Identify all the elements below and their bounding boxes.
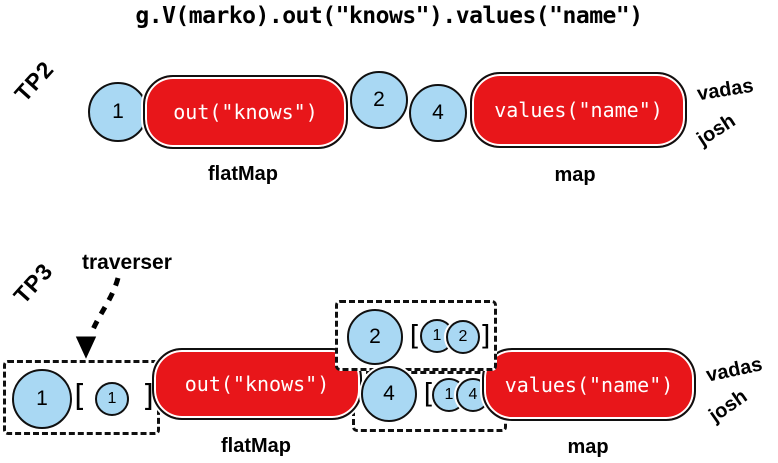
tp3-mid2-bulk-circle-2: 2 (446, 320, 480, 354)
tp2-start-traverser-circle: 1 (88, 82, 148, 142)
tp3-mid-head-circle-2: 2 (347, 309, 403, 365)
tp2-map-caption: map (554, 164, 596, 186)
tp2-flatmap-caption: flatMap (208, 163, 278, 185)
tp3-mid4-open-bracket: [ (419, 376, 437, 410)
tp3-mid4-bulk-circle-4: 4 (456, 378, 490, 412)
tp3-input-bulk-circle: 1 (95, 382, 129, 416)
tp3-input-open-bracket: [ (69, 378, 89, 414)
query-title: g.V(marko).out("knows").values("name") (135, 3, 643, 29)
tp2-mid-traverser-circle-4: 4 (409, 84, 467, 142)
tp3-input-close-bracket: ] (139, 378, 159, 414)
tp3-input-head-circle: 1 (12, 369, 72, 429)
tp3-flatmap-caption: flatMap (221, 435, 291, 457)
tp3-output-josh: josh (705, 385, 752, 427)
tp2-step-values-name: values("name") (470, 72, 687, 148)
tp3-output-vadas: vadas (704, 353, 765, 387)
tp3-mid2-open-bracket: [ (405, 318, 423, 352)
tp2-output-josh: josh (693, 109, 740, 151)
tp2-step-out-knows: out("knows") (143, 75, 348, 149)
tp2-mid-traverser-circle-2: 2 (350, 71, 408, 129)
tp3-step-values-name: values("name") (482, 348, 696, 421)
tp3-traverser-label: traverser (82, 251, 172, 274)
tp3-mid2-close-bracket: ] (477, 318, 495, 352)
traverser-pointer-arrow (74, 277, 121, 362)
tp3-step-out-knows: out("knows") (152, 348, 362, 420)
tp3-map-caption: map (567, 436, 609, 458)
tp2-output-vadas: vadas (695, 74, 756, 106)
tp2-section-label: TP2 (9, 55, 60, 107)
tp3-mid-head-circle-4: 4 (361, 366, 417, 422)
